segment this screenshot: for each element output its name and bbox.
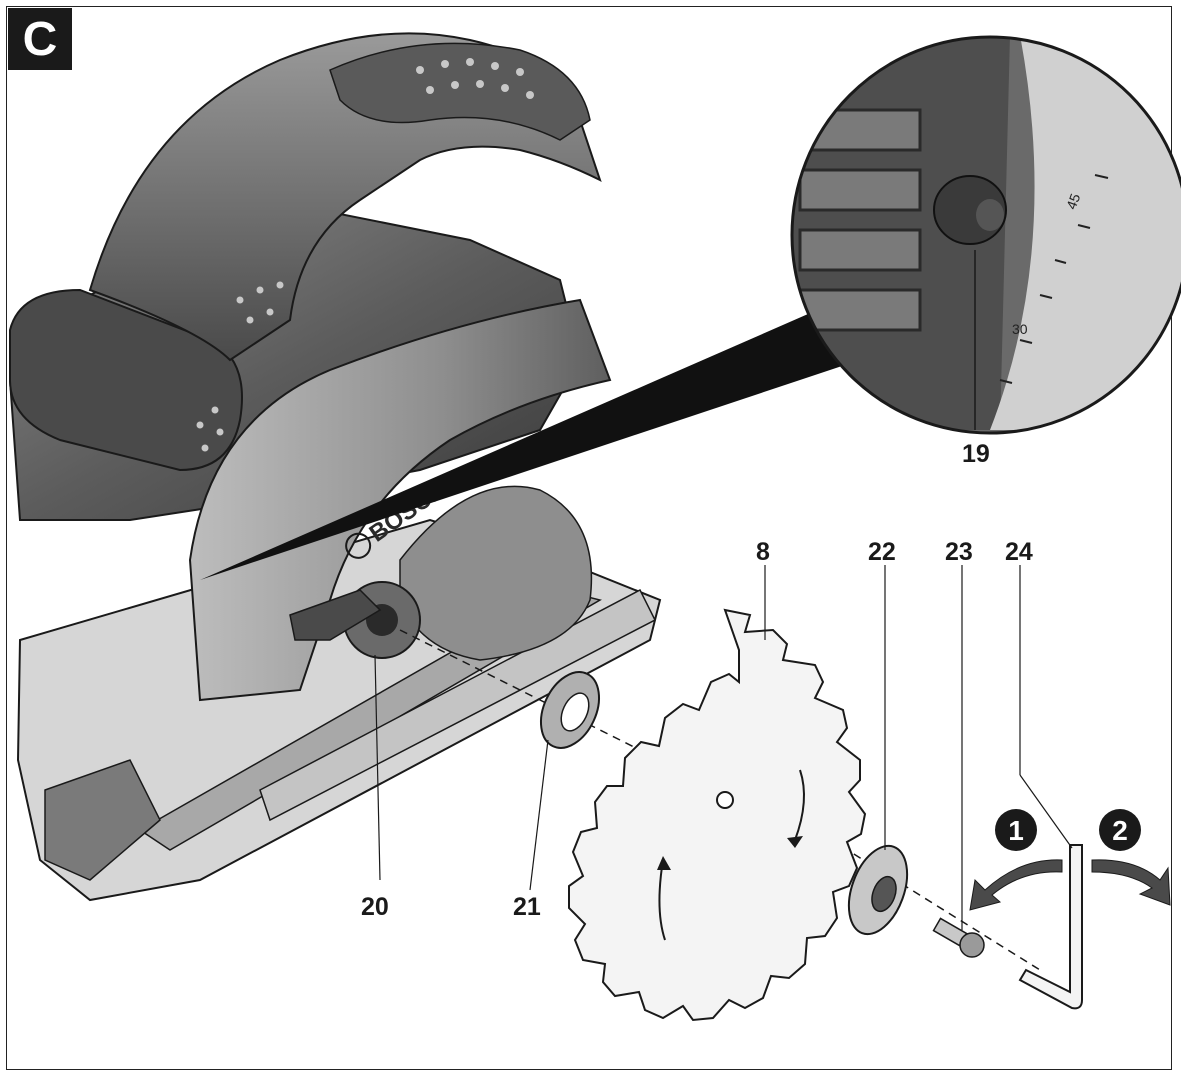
callout-23: 23 [945,538,973,566]
spindle-lock-lever [289,589,382,641]
callout-22: 22 [868,538,896,566]
scale-mark-30: 30 [1012,321,1028,337]
zoom-circle-ring [790,35,1181,435]
lower-guard [399,485,593,661]
saw-blade-8 [568,608,867,1022]
callout-8: 8 [756,538,770,566]
hex-key-24 [1018,844,1083,1010]
step-1-number: 1 [1008,815,1024,846]
callout-20: 20 [361,893,389,921]
rear-grip [9,288,243,472]
zoom-wedge [200,300,860,580]
callout-19: 19 [962,440,990,468]
step-1-badge [995,809,1037,851]
handle-grip-pad [329,42,591,141]
blade-guard [188,298,612,702]
step-2-number: 2 [1112,815,1128,846]
grip-dots [196,58,534,452]
arrow-loosen [969,859,1063,911]
scale-mark-45: 45 [1063,191,1083,211]
arrow-tighten [1091,859,1171,906]
leader-20 [374,654,381,881]
depth-lever [44,759,161,881]
leader-21 [529,739,549,891]
figure-label: C [8,8,72,70]
zoom-detail [792,37,1181,433]
assembly-axis-1 [399,629,661,761]
clamping-screw-23 [932,917,985,958]
callout-21: 21 [513,893,541,921]
step-2-badge [1099,809,1141,851]
callout-24: 24 [1005,538,1033,566]
